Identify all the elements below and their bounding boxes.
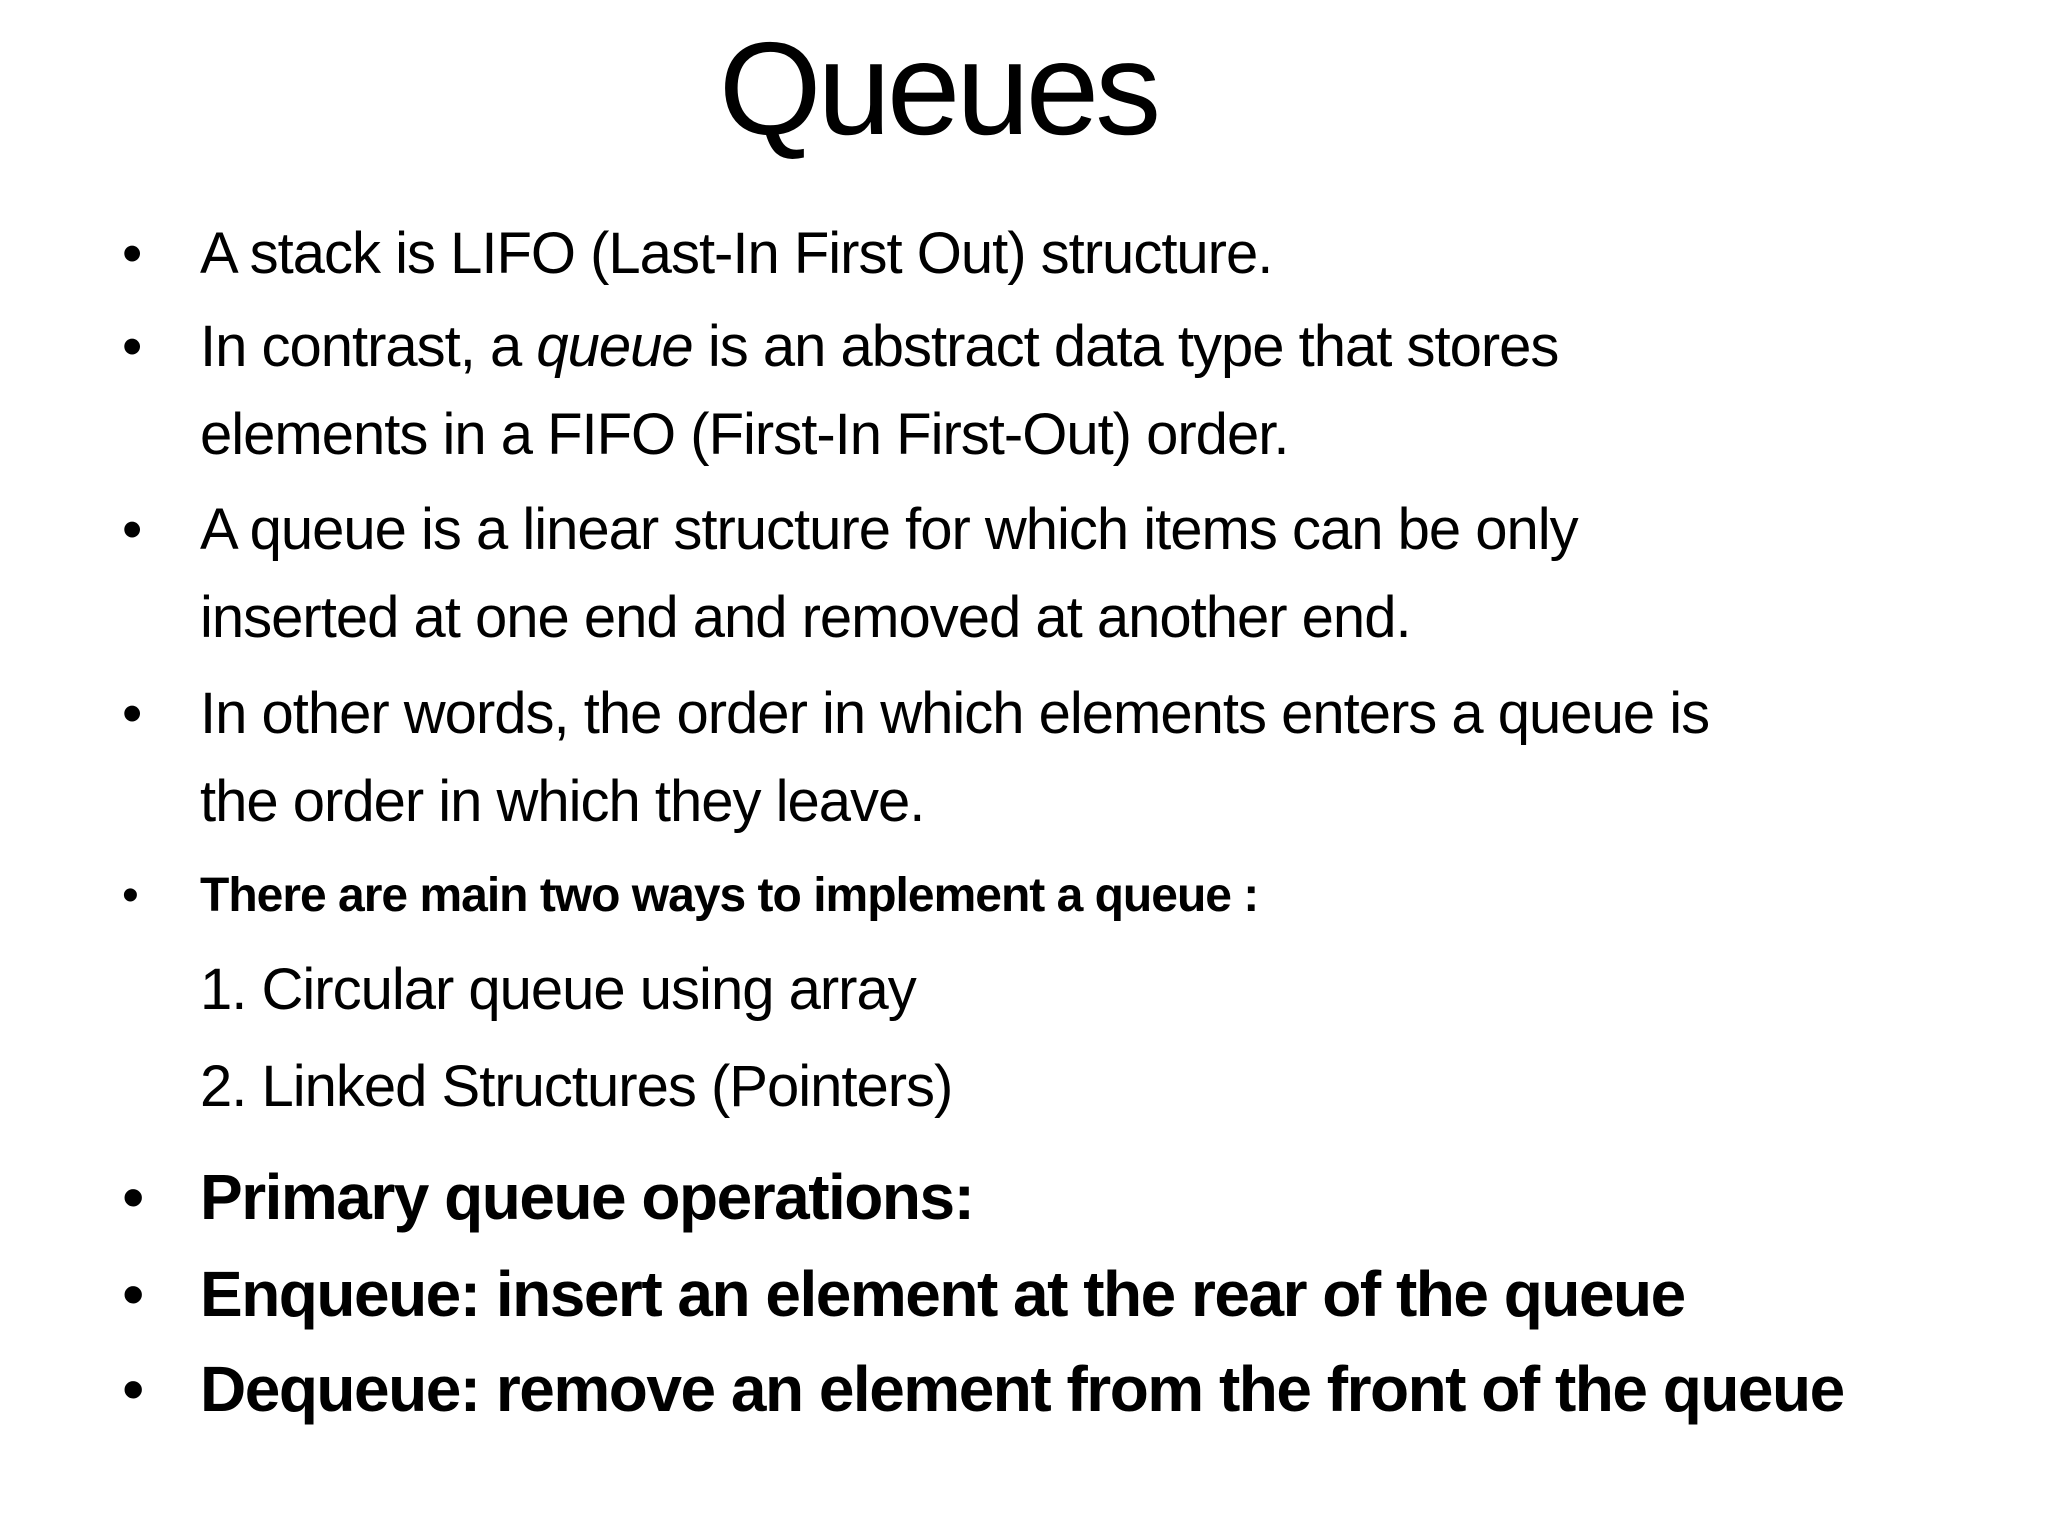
numbered-item-text: 1. Circular queue using array	[200, 957, 917, 1022]
bullet-item-dequeue: • Dequeue: remove an element from the fr…	[0, 1345, 2008, 1433]
bullet-item-enqueue: • Enqueue: insert an element at the rear…	[0, 1250, 2008, 1338]
bullet-item-two-ways: • There are main two ways to implement a…	[0, 852, 2008, 940]
numbered-item-linked-structures: 2. Linked Structures (Pointers)	[0, 1043, 2008, 1131]
bullet-text-line1: A queue is a linear structure for which …	[200, 497, 1579, 562]
bullet-icon: •	[122, 497, 142, 562]
bullet-text: Enqueue: insert an element at the rear o…	[200, 1258, 1686, 1330]
numbered-item-circular-queue: 1. Circular queue using array	[0, 946, 2008, 1034]
bullet-text-line2: inserted at one end and removed at anoth…	[200, 585, 1412, 650]
bullet-text: Primary queue operations:	[200, 1161, 975, 1233]
bullet-item-order: • In other words, the order in which ele…	[0, 670, 2008, 846]
bullet-item-linear-structure: • A queue is a linear structure for whic…	[0, 486, 2008, 662]
bullet-icon: •	[122, 1353, 144, 1425]
bullet-item-primary-operations: • Primary queue operations:	[0, 1153, 2008, 1241]
bullet-icon: •	[122, 869, 139, 922]
bullet-icon: •	[122, 221, 142, 286]
bullet-icon: •	[122, 1258, 144, 1330]
bullet-item-queue-definition: • In contrast, a queue is an abstract da…	[0, 303, 2008, 479]
numbered-item-text: 2. Linked Structures (Pointers)	[200, 1054, 953, 1119]
bullet-text-line2: elements in a FIFO (First-In First-Out) …	[200, 402, 1289, 467]
bullet-icon: •	[122, 681, 142, 746]
bullet-text: A stack is LIFO (Last-In First Out) stru…	[200, 221, 1273, 286]
bullet-icon: •	[122, 1161, 144, 1233]
bullet-text-line1: In contrast, a queue is an abstract data…	[200, 303, 2008, 391]
bullet-item-stack-lifo: • A stack is LIFO (Last-In First Out) st…	[0, 210, 2008, 298]
slide-title: Queues	[718, 15, 1161, 162]
bullet-text: There are main two ways to implement a q…	[200, 869, 1259, 922]
text-run: In contrast, a	[200, 314, 537, 379]
italic-word: queue	[536, 314, 693, 379]
bullet-icon: •	[122, 314, 142, 379]
bullet-text: Dequeue: remove an element from the fron…	[200, 1353, 1845, 1425]
bullet-text-line2: the order in which they leave.	[200, 769, 925, 834]
text-run: is an abstract data type that stores	[692, 314, 1560, 379]
bullet-text-line1: In other words, the order in which eleme…	[200, 681, 1710, 746]
